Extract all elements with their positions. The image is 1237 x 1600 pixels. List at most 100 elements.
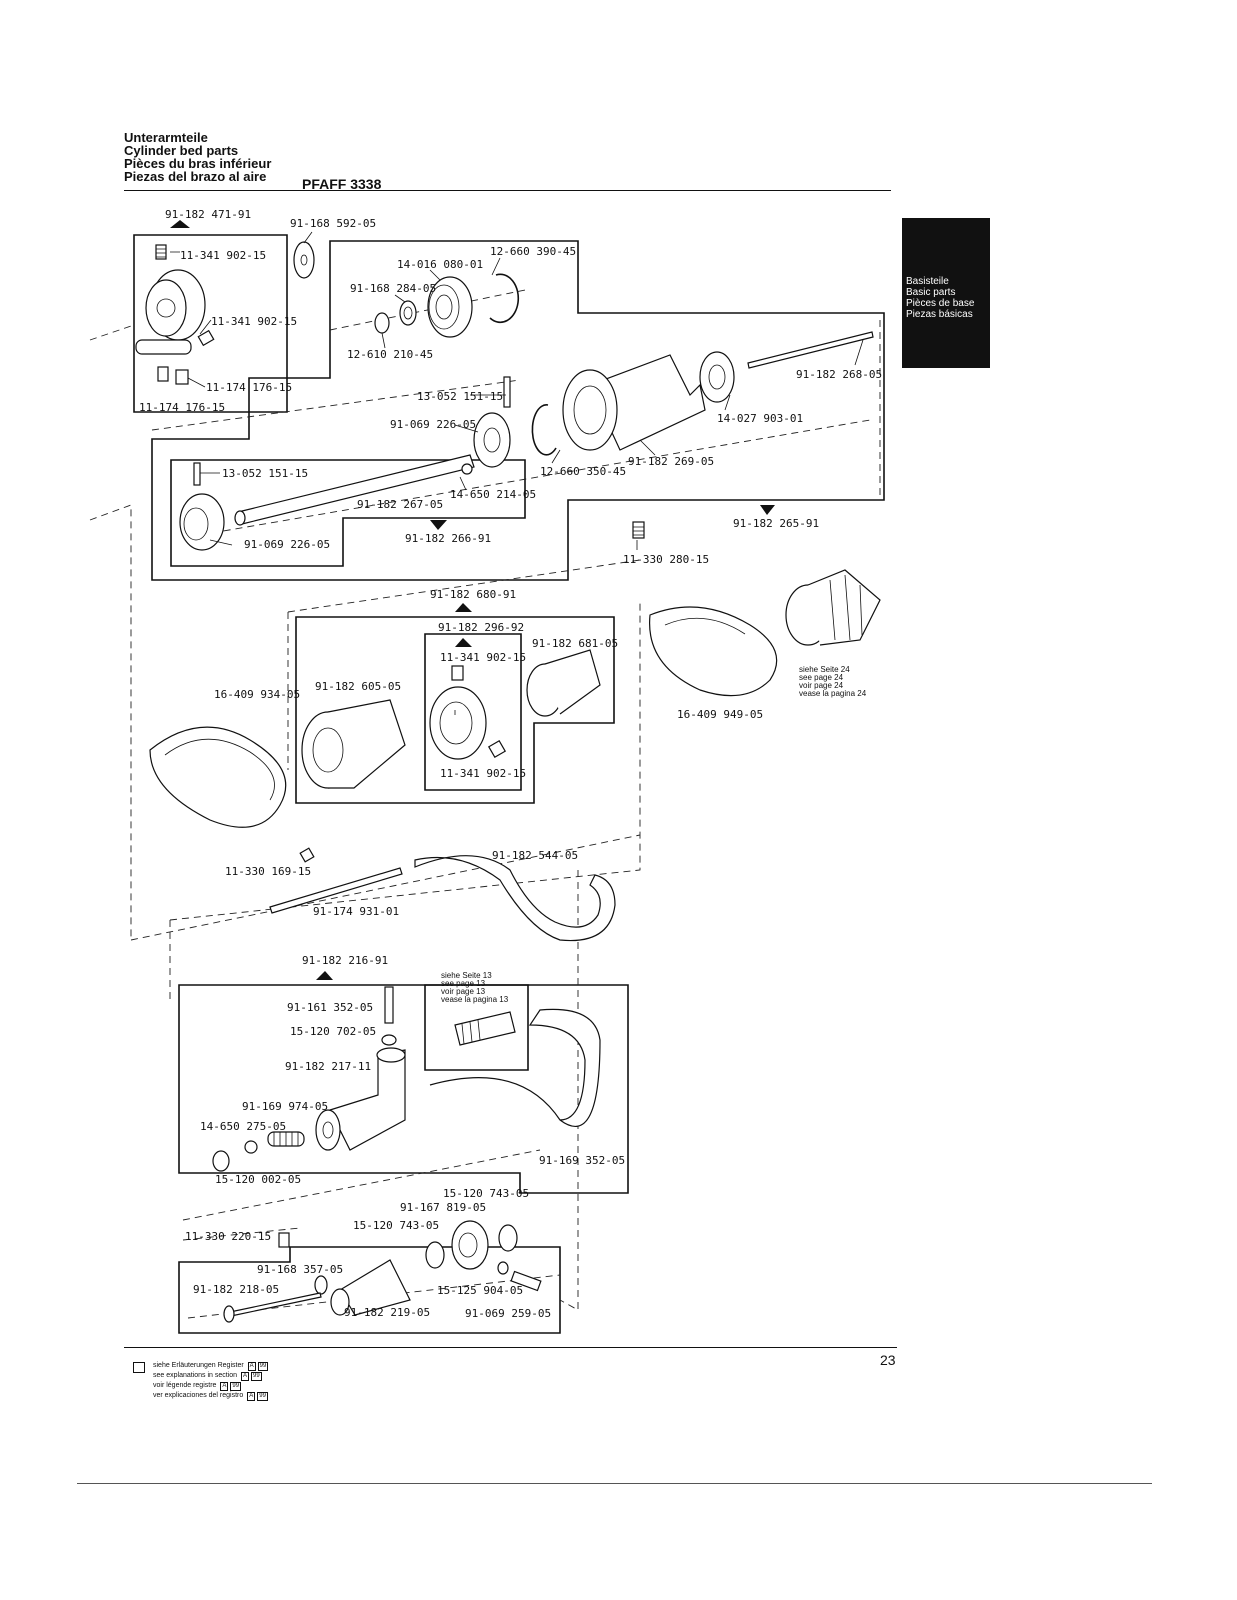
ball-part (461, 463, 473, 475)
dashed-guide (89, 324, 135, 341)
assembly-frame-265 (151, 240, 885, 581)
ring-part (425, 1241, 445, 1269)
svg-text:voir page 24: voir page 24 (799, 681, 844, 690)
screw-part (197, 329, 215, 347)
part-label: 14-650 214-05 (450, 488, 536, 501)
part-label: 91-169 352-05 (539, 1154, 625, 1167)
leader-line (170, 231, 864, 715)
see-page-13-note: siehe Seite 13 see page 13 voir page 13 … (441, 971, 509, 1004)
spindle-part (454, 1011, 516, 1046)
title-french: Pièces du bras inférieur (124, 156, 272, 171)
part-label: 14-016 080-01 (397, 258, 483, 271)
title-english: Cylinder bed parts (124, 143, 239, 158)
svg-text:see page 13: see page 13 (441, 979, 486, 988)
part-label: 91-168 284-05 (350, 282, 436, 295)
bearing-part (699, 351, 735, 403)
svg-text:see page 24: see page 24 (799, 673, 844, 682)
tube-part (429, 1008, 601, 1127)
washer-part (381, 1034, 397, 1046)
part-label: 91-182 544-05 (492, 849, 578, 862)
part-label: 11-341 902-15 (211, 315, 297, 328)
svg-text:91-182 265-91: 91-182 265-91 (733, 517, 819, 530)
ring-part (374, 312, 390, 334)
part-label: 11-330 169-15 (225, 865, 311, 878)
part-label: 11-341 902-15 (440, 767, 526, 780)
spring-part (267, 1131, 305, 1147)
part-label: 91-182 218-05 (193, 1283, 279, 1296)
pulley-part (301, 699, 406, 789)
assembly-label-471: 91-182 471-91 (165, 208, 251, 228)
part-label: 16-409 949-05 (677, 708, 763, 721)
valve-part (451, 1220, 489, 1270)
part-label: 91-069 259-05 (465, 1307, 551, 1320)
tab-label-spanish: Piezas básicas (906, 309, 973, 320)
ring-part (497, 1261, 509, 1275)
filter-cage-part (785, 569, 881, 646)
pin-part (193, 462, 201, 486)
screw-part (157, 366, 169, 382)
part-label: 91-182 268-05 (796, 368, 882, 381)
part-label: 91-182 267-05 (357, 498, 443, 511)
timing-belt-part (149, 726, 287, 828)
seite13-frame (424, 984, 529, 1071)
part-label: 91-182 219-05 (344, 1306, 430, 1319)
page-number: 23 (880, 1352, 896, 1368)
svg-text:91-182 471-91: 91-182 471-91 (165, 208, 251, 221)
part-label: 13-052 151-15 (222, 467, 308, 480)
part-label: 91-069 226-05 (244, 538, 330, 551)
screw-part (155, 244, 167, 260)
part-label: 91-182 269-05 (628, 455, 714, 468)
dashed-guide (182, 1227, 301, 1241)
part-label: 15-120 702-05 (290, 1025, 376, 1038)
collar-part (473, 412, 511, 468)
svg-text:91-182 296-92: 91-182 296-92 (438, 621, 524, 634)
shaft-part (234, 454, 475, 526)
part-label: 91-174 931-01 (313, 905, 399, 918)
part-label: 12-610 210-45 (347, 348, 433, 361)
washer-part (293, 241, 315, 279)
tab-label-german: Basisteile (906, 276, 949, 287)
part-label: 91-069 226-05 (390, 418, 476, 431)
scan-edge-line (77, 1483, 1152, 1484)
oil-tube-part (414, 855, 616, 942)
part-label: 91-161 352-05 (287, 1001, 373, 1014)
footer-rule (124, 1347, 897, 1348)
part-label: 14-027 903-01 (717, 412, 803, 425)
assembly-frame-266 (170, 459, 526, 567)
part-label: 16-409 934-05 (214, 688, 300, 701)
title-block: Unterarmteile Cylinder bed parts Pièces … (124, 131, 271, 183)
svg-text:voir page 13: voir page 13 (441, 987, 486, 996)
part-label: 14-650 275-05 (200, 1120, 286, 1133)
part-label: 11-174 176-15 (139, 401, 225, 414)
svg-text:vease la pagina 13: vease la pagina 13 (441, 995, 509, 1004)
bolt-part (223, 1292, 322, 1323)
part-label: 11-341 902-15 (440, 651, 526, 664)
dashed-guide (182, 1149, 541, 1221)
ring-part (314, 1275, 328, 1295)
dashed-guide (89, 504, 132, 940)
section-tab-text: Basisteile Basic parts Pièces de base Pi… (906, 276, 974, 320)
dashed-guide (151, 379, 521, 431)
part-label: 15-120 743-05 (443, 1187, 529, 1200)
screw-part (451, 665, 464, 681)
svg-text:91-182 216-91: 91-182 216-91 (302, 954, 388, 967)
retaining-ring-part (531, 404, 557, 456)
tee-fitting-part (315, 1047, 406, 1151)
tab-label-english: Basic parts (906, 287, 956, 298)
sleeve-part (562, 354, 706, 451)
part-label: 91-182 217-11 (285, 1060, 371, 1073)
ring-part (399, 300, 417, 326)
model-name: PFAFF 3338 (302, 176, 382, 192)
pin-part (503, 376, 511, 408)
part-label: 15-125 904-05 (437, 1284, 523, 1297)
part-label: 91-168 357-05 (257, 1263, 343, 1276)
part-label: 91-168 592-05 (290, 217, 376, 230)
collar-part (179, 493, 225, 551)
screw-part (175, 369, 189, 385)
part-label: 91-182 681-05 (532, 637, 618, 650)
part-label: 11-330 280-15 (623, 553, 709, 566)
